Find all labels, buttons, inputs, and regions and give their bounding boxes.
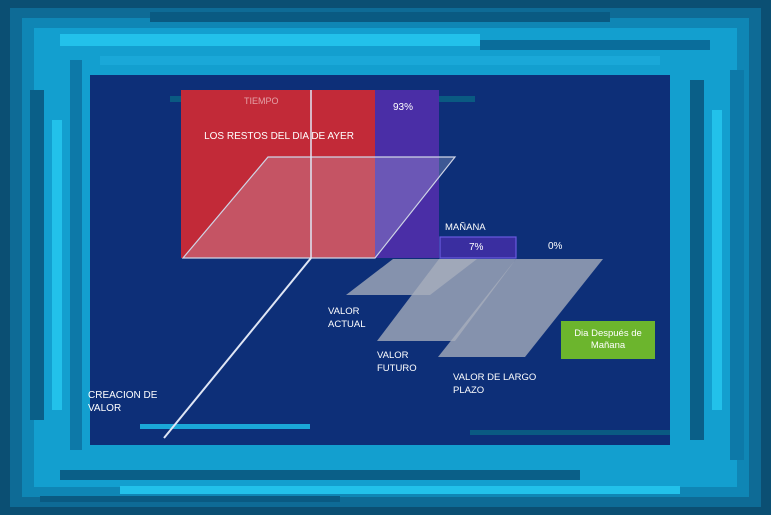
label-pct-0: 0%: [548, 241, 563, 252]
label-valor-actual: VALOR ACTUAL: [328, 306, 366, 330]
label-restos: LOS RESTOS DEL DIA DE AYER: [204, 131, 354, 142]
label-dia-despues: Dia Después de Mañana: [574, 328, 642, 351]
label-pct-7: 7%: [469, 242, 484, 253]
decor-bar-bottom-right: [470, 430, 670, 435]
plane-valor-largo-plazo: [438, 259, 603, 357]
red-block-yesterday: [181, 90, 377, 258]
label-creacion-valor: CREACION DE VALOR: [88, 390, 158, 414]
label-valor-largo-plazo: VALOR DE LARGO PLAZO: [453, 372, 537, 396]
value-creation-axis: [163, 257, 312, 439]
purple-block-93: [375, 90, 439, 258]
label-pct-93: 93%: [393, 102, 414, 113]
plane-valor-futuro: [377, 259, 516, 341]
box-7-percent: [439, 236, 517, 259]
label-manana: MAÑANA: [445, 222, 486, 233]
label-valor-futuro: VALOR FUTURO: [377, 350, 417, 374]
decor-bar-bottom-left: [140, 424, 310, 429]
green-box-bg: [561, 321, 655, 359]
label-top-cut: TIEMPO: [244, 96, 279, 106]
